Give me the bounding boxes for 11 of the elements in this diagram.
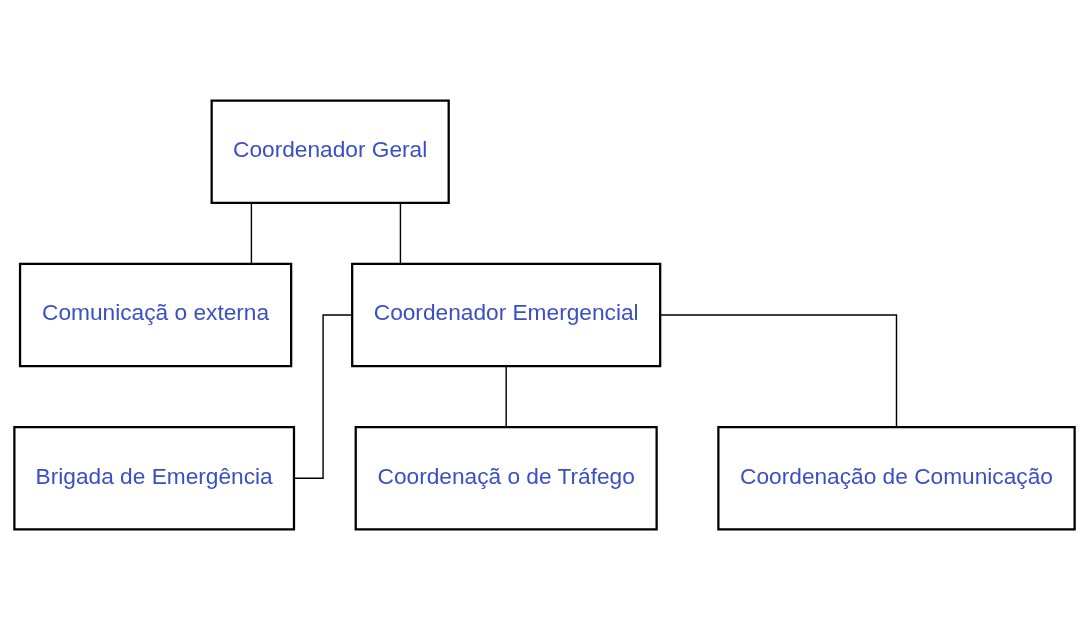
node-box: Coordenação de Comunicação (717, 426, 1076, 531)
connector (659, 314, 898, 428)
connector (505, 365, 507, 428)
node-box: Coordenaçã o de Tráfego (354, 426, 658, 531)
node-box: Comunicaçã o externa (18, 262, 293, 368)
node-box: Coordenador Geral (210, 99, 450, 204)
node-box: Coordenador Emergencial (351, 262, 662, 368)
connector (250, 202, 253, 265)
connector (399, 202, 402, 265)
connector (293, 314, 353, 479)
node-box: Brigada de Emergência (13, 426, 296, 531)
